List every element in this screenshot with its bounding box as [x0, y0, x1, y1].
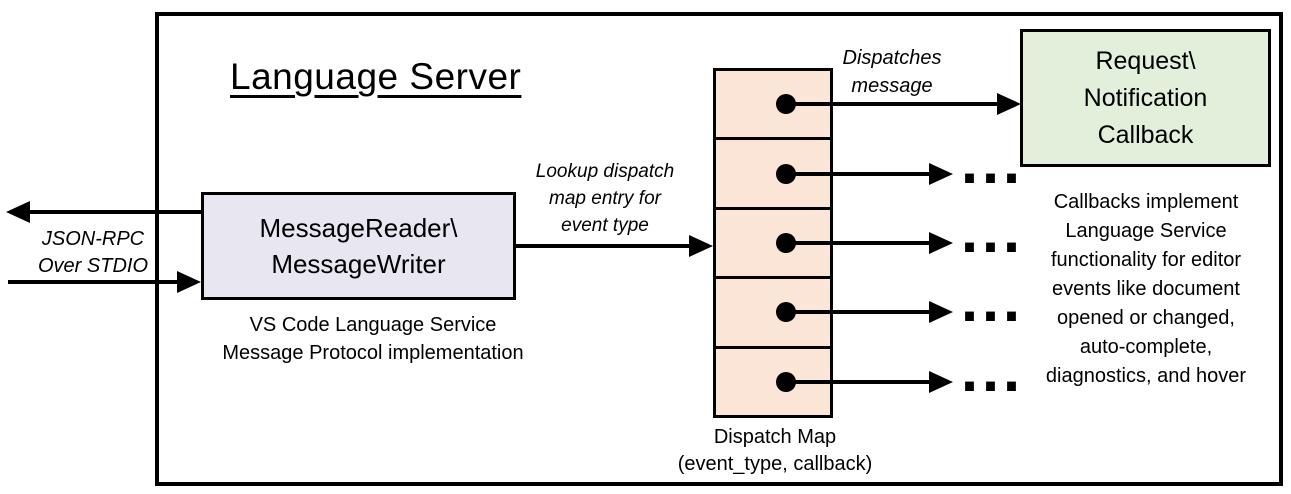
dispatch-cell	[716, 71, 830, 138]
callback-box-line2: Notification	[1083, 83, 1208, 112]
lookup-label-line1: Lookup dispatch	[535, 161, 675, 182]
lookup-dispatch-label: Lookup dispatch map entry for event type	[520, 158, 690, 239]
map-caption-line1: Dispatch Map	[713, 426, 837, 448]
reader-caption-line2: Message Protocol implementation	[222, 342, 524, 364]
dispatch-map	[713, 68, 833, 418]
message-writer-label: MessageWriter	[271, 249, 446, 279]
lookup-label-line3: event type	[561, 215, 649, 236]
stdio-label-line1: JSON-RPC	[41, 228, 145, 250]
callback-box-line3: Callback	[1097, 120, 1194, 149]
map-caption-line2: (event_type, callback)	[677, 453, 873, 475]
stdio-label: JSON-RPC Over STDIO	[28, 226, 158, 280]
dispatch-cell	[716, 276, 830, 346]
dispatch-cell	[716, 345, 830, 416]
arrowhead-left-icon	[6, 201, 30, 223]
note-line2: Language Service	[1065, 220, 1227, 242]
dispatches-message-label: Dispatches message	[818, 44, 966, 100]
message-reader-writer-box: MessageReader\ MessageWriter	[201, 192, 516, 300]
language-server-title: Language Server	[230, 56, 522, 97]
lookup-label-line2: map entry for	[549, 188, 661, 209]
request-notification-callback-box: Request\ Notification Callback	[1020, 29, 1271, 167]
callback-box-line1: Request\	[1095, 46, 1196, 75]
note-line1: Callbacks implement	[1053, 191, 1239, 213]
message-reader-label: MessageReader\	[259, 213, 458, 243]
message-reader-caption: VS Code Language Service Message Protoco…	[186, 311, 560, 367]
note-line4: events like document	[1052, 278, 1240, 300]
note-line3: functionality for editor	[1050, 249, 1242, 271]
note-line6: auto-complete,	[1079, 336, 1213, 358]
stdio-label-line2: Over STDIO	[37, 255, 148, 277]
note-line5: opened or changed,	[1057, 307, 1235, 329]
dispatch-cell	[716, 137, 830, 207]
dispatch-map-caption: Dispatch Map (event_type, callback)	[645, 424, 905, 478]
reader-caption-line1: VS Code Language Service	[249, 314, 497, 336]
language-server-box	[155, 12, 1283, 486]
dispatches-label-line2: message	[851, 75, 933, 97]
dispatch-cell	[716, 206, 830, 277]
callbacks-note: Callbacks implement Language Service fun…	[1014, 188, 1278, 391]
dispatches-label-line1: Dispatches	[842, 47, 942, 69]
note-line7: diagnostics, and hover	[1045, 365, 1247, 387]
